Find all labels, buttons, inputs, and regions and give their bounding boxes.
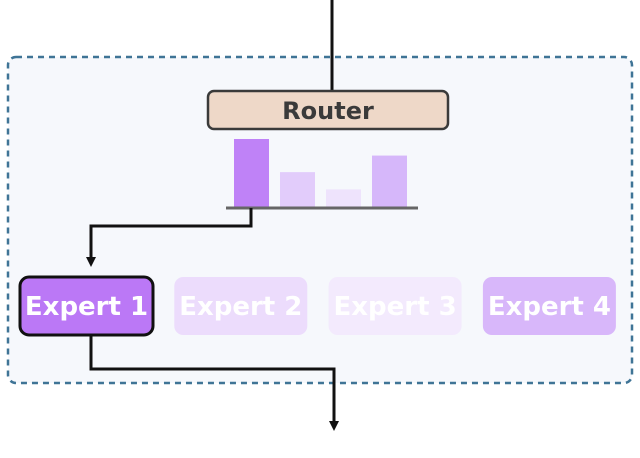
routing-arrow <box>86 208 253 267</box>
expert-2-box <box>174 277 308 335</box>
router-label: Router <box>282 97 374 125</box>
expert-2-label: Expert 2 <box>179 292 302 322</box>
expert-1-label: Expert 1 <box>25 292 148 322</box>
output-arrow <box>89 336 339 431</box>
router-score-bars <box>234 139 407 208</box>
expert-3-label: Expert 3 <box>334 292 457 322</box>
router-score-bar-1 <box>234 139 269 208</box>
router-score-bar-2 <box>280 172 315 208</box>
router-box <box>206 89 450 131</box>
expert-3: Expert 3 <box>328 277 462 335</box>
expert-2: Expert 2 <box>174 277 308 335</box>
router-score-bar-3 <box>326 189 361 208</box>
expert-4-box <box>482 277 616 335</box>
expert-1: Expert 1 <box>18 275 155 337</box>
expert-4-label: Expert 4 <box>488 292 611 322</box>
expert-1-box <box>18 275 155 337</box>
expert-3-box <box>328 277 462 335</box>
moe-layer-container <box>6 55 634 385</box>
expert-4: Expert 4 <box>482 277 616 335</box>
router-score-bar-4 <box>372 155 407 208</box>
experts-row: Expert 1 Expert 2 Expert 3 Expert 4 <box>18 275 616 337</box>
